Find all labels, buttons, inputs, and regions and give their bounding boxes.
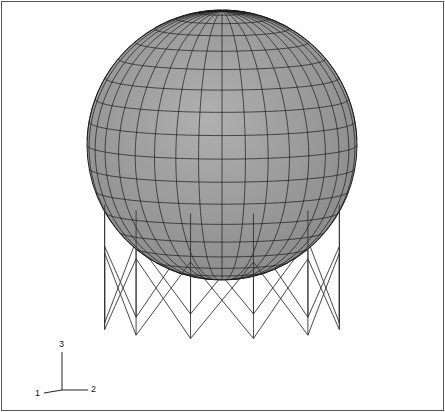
support-member: [191, 262, 254, 339]
mesh-line: [176, 18, 268, 24]
mesh-line: [267, 18, 269, 19]
support-member: [136, 210, 137, 335]
mesh-line: [105, 77, 339, 90]
mesh-line: [204, 278, 240, 280]
axis-triad: [44, 352, 88, 393]
mesh-line: [288, 28, 290, 29]
support-member: [308, 241, 339, 323]
axis-line: [62, 352, 63, 390]
mesh-line: [89, 122, 355, 136]
mesh-line: [119, 58, 326, 69]
mesh-line: [156, 263, 288, 269]
axis-label: 3: [59, 340, 64, 349]
axis-label: 1: [35, 389, 40, 398]
support-member: [191, 262, 254, 339]
axis-label: 2: [91, 385, 96, 394]
mesh-line: [155, 28, 290, 36]
support-member: [105, 246, 136, 317]
mesh-line: [87, 145, 357, 159]
sphere-outline: [87, 10, 357, 280]
axis-line: [44, 390, 62, 393]
support-legs-front: [105, 205, 340, 339]
mesh-line: [135, 41, 309, 51]
support-member: [308, 253, 339, 335]
support-member: [105, 253, 136, 335]
mesh-line: [136, 249, 307, 257]
support-member: [104, 205, 105, 330]
mesh-line: [222, 11, 349, 274]
support-member: [105, 259, 136, 330]
axis-line: [62, 390, 88, 391]
support-member: [339, 205, 340, 330]
support-member: [136, 259, 190, 339]
mesh-line: [178, 273, 266, 276]
mesh-line: [119, 232, 325, 242]
support-member: [136, 262, 190, 335]
support-member: [253, 214, 254, 339]
support-member: [105, 241, 136, 323]
sphere-mesh: [87, 10, 357, 280]
mesh-line: [95, 192, 348, 205]
mesh-line: [106, 213, 339, 224]
mesh-line: [241, 11, 245, 12]
mesh-line: [95, 99, 349, 112]
mesh-line: [199, 11, 246, 15]
mesh-line: [89, 169, 355, 182]
support-member: [253, 259, 307, 339]
support-member: [190, 214, 191, 339]
support-member: [307, 210, 308, 335]
